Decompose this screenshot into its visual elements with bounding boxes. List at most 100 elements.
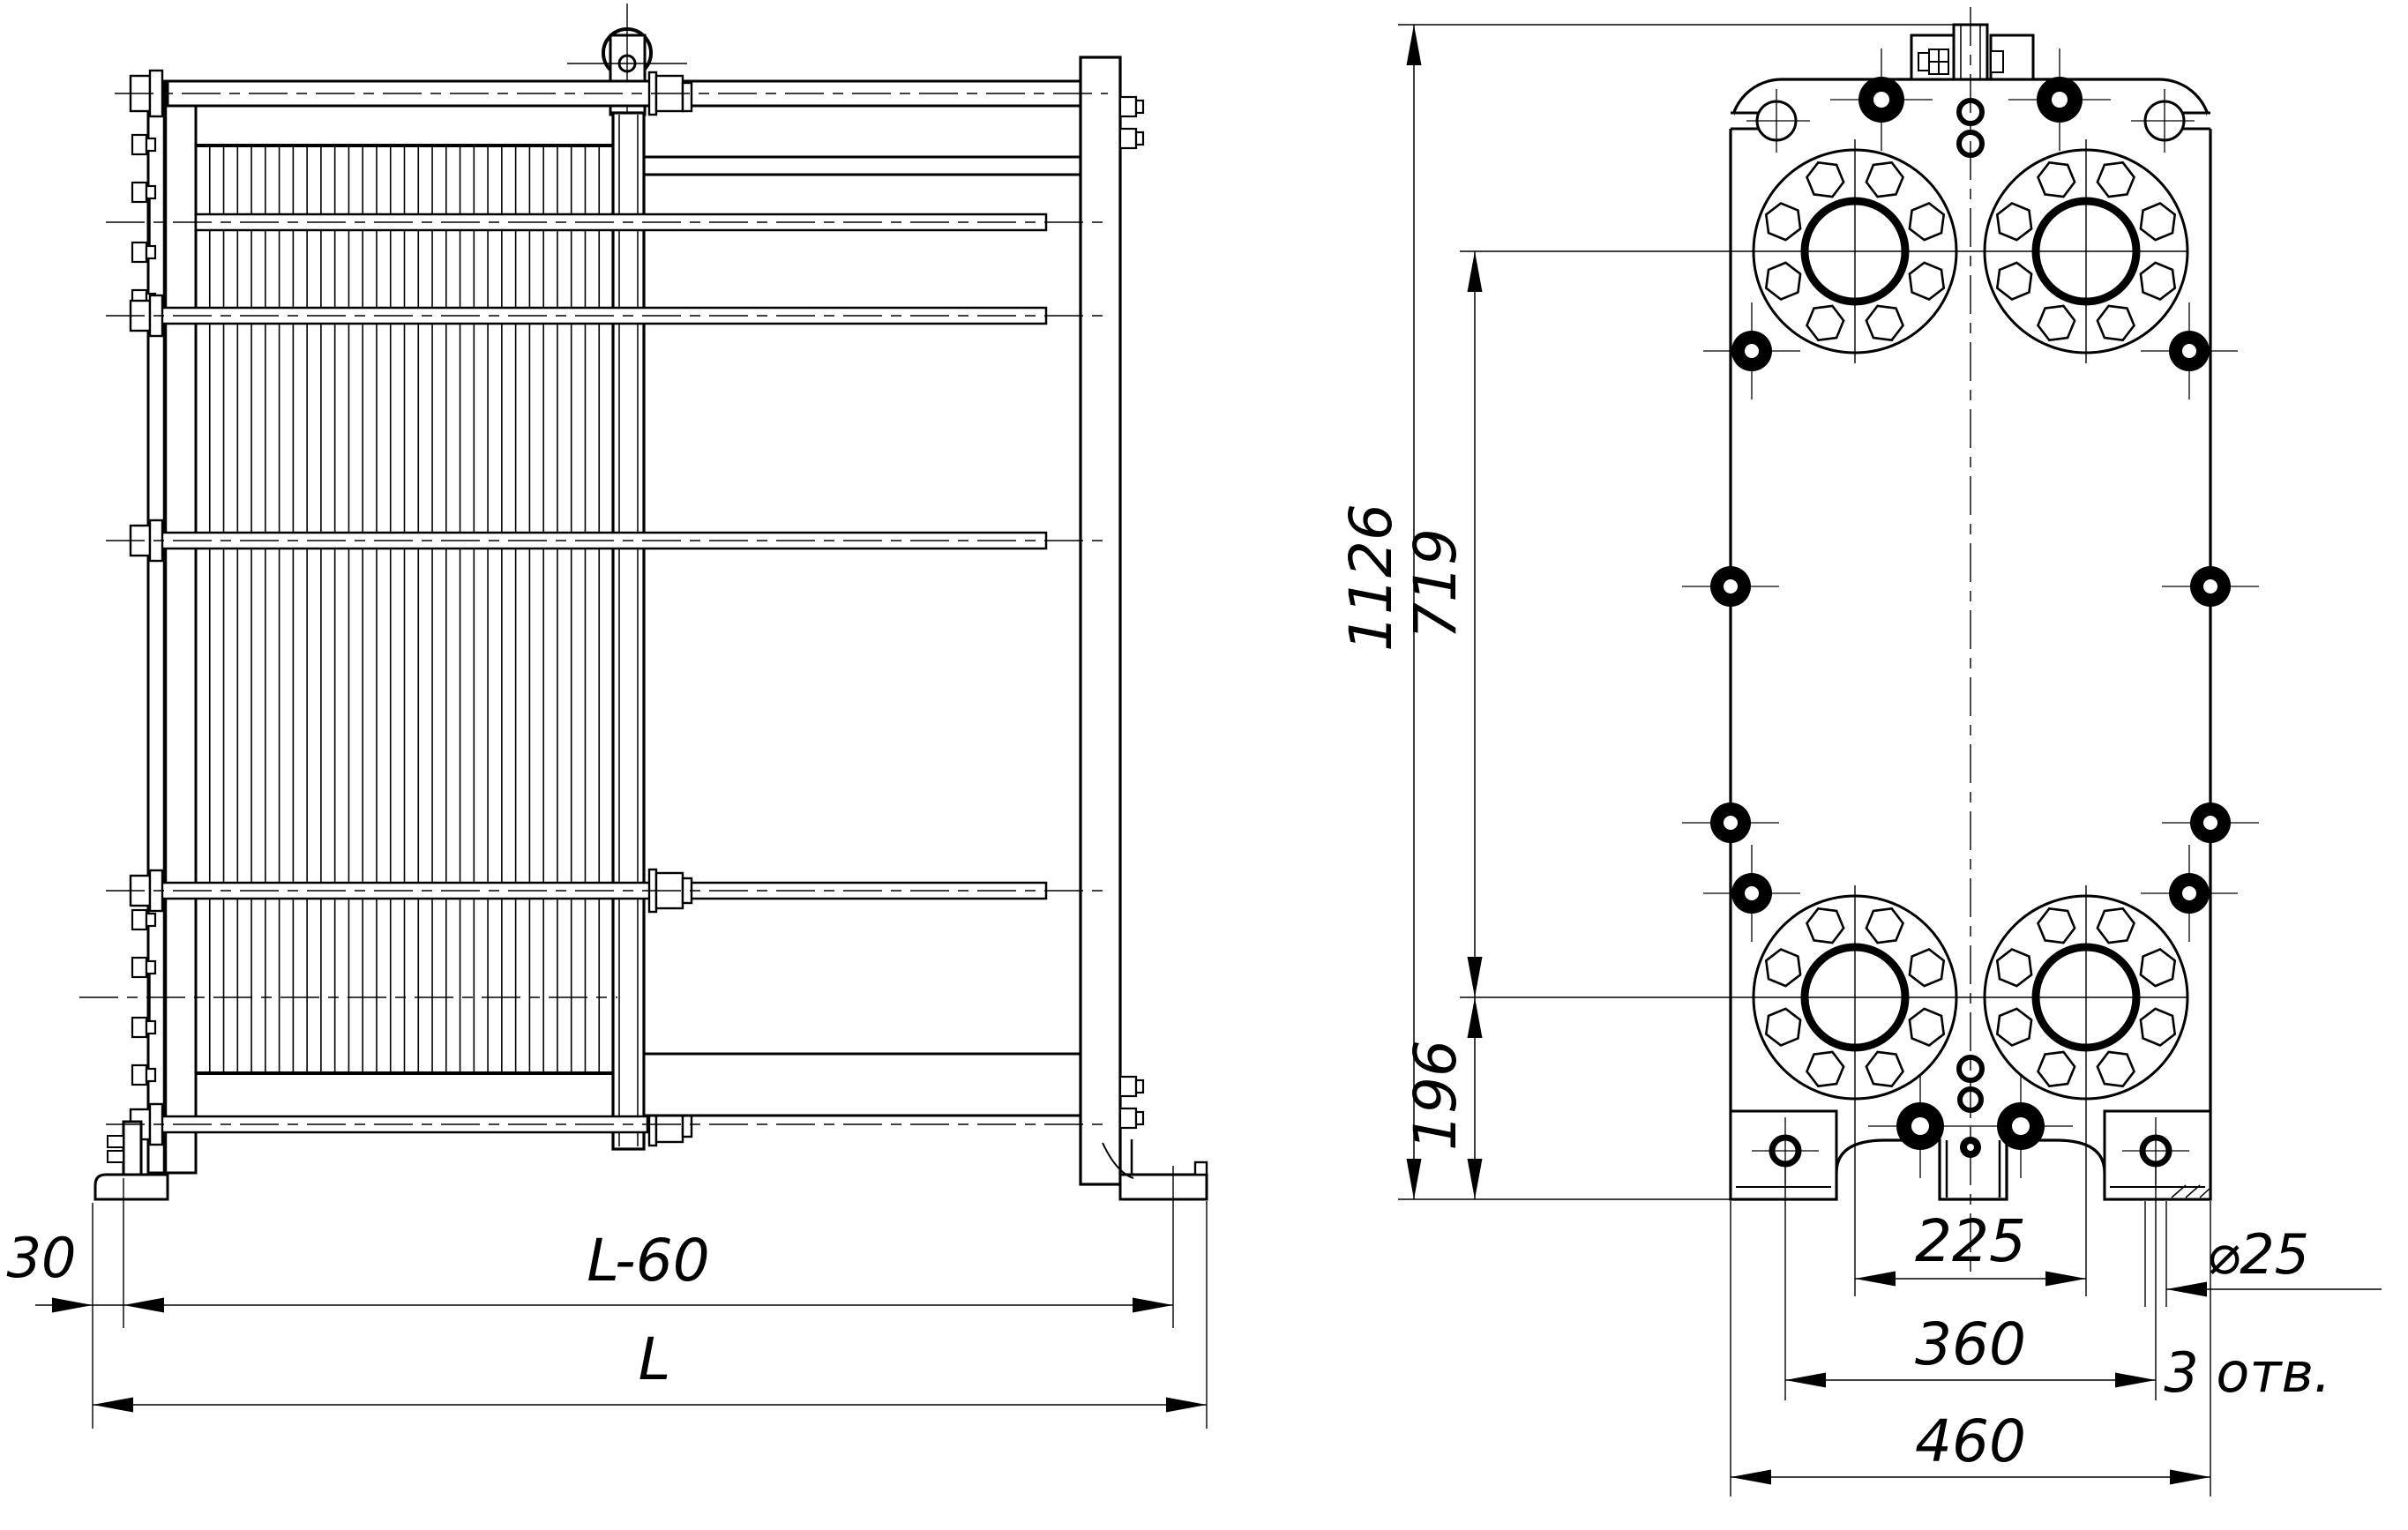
support-column — [1079, 56, 1122, 1186]
dim-foot-hole-span: 360 — [1915, 1310, 2026, 1378]
port-stud-tip — [145, 959, 157, 975]
flange-hex-nut — [2096, 1050, 2135, 1088]
dim-overall-height: 1126 — [1337, 504, 1405, 652]
dimension-arrow — [1166, 1397, 1207, 1413]
dim-plate-width: 460 — [1915, 1407, 2026, 1475]
column-nut-tip — [1134, 131, 1145, 146]
dimension-arrow — [52, 1297, 93, 1313]
flange-hex-nut — [1995, 202, 2033, 242]
column-nut-tip — [1134, 1110, 1145, 1126]
column-nut — [1118, 127, 1138, 150]
flange-hex-nut — [1764, 1007, 1802, 1047]
flange-hex-nut — [2139, 202, 2177, 242]
foot-hatch-tick — [2171, 1184, 2187, 1198]
column-foot-gusset — [1102, 1142, 1134, 1179]
flange-hex-nut — [1908, 1007, 1946, 1047]
flange-hex-nut — [2037, 160, 2076, 198]
left-foot-flange — [93, 1173, 169, 1201]
flange-hex-nut — [1764, 261, 1802, 301]
port-stud-tip — [145, 244, 157, 260]
port-stud-head — [131, 241, 148, 264]
port-stud-head — [131, 1016, 148, 1039]
tie-bolt-end-center — [2182, 886, 2196, 900]
dim-foot-hole-diameter: ⌀25 — [2207, 1222, 2309, 1287]
dimension-arrow — [1133, 1297, 1173, 1313]
center-foot-hole-center — [1967, 1144, 1974, 1151]
foot-pad — [2103, 1109, 2212, 1201]
clamp-bolt — [1990, 50, 2004, 73]
flange-hex-nut — [2037, 304, 2076, 342]
port-stud-tip — [145, 137, 157, 153]
dimension-arrow — [1467, 1159, 1483, 1199]
dimension-arrow — [2045, 1271, 2086, 1287]
port-stud-tip — [145, 912, 157, 928]
port-stud-tip — [145, 1019, 157, 1035]
lower-guide-bar — [642, 1052, 1082, 1117]
flange-hex-nut — [1865, 160, 1904, 198]
flange-hex-nut — [1806, 907, 1845, 944]
dimension-arrow — [123, 1297, 164, 1313]
left-foot-bolt — [107, 1135, 124, 1148]
flange-hex-nut — [1764, 202, 1802, 242]
dimension-arrow — [1406, 25, 1422, 65]
flange-hex-nut — [2096, 160, 2135, 198]
front-view — [1682, 7, 2259, 1296]
column-nut — [1118, 95, 1138, 118]
flange-hex-nut — [1995, 948, 2033, 988]
flange-hex-nut — [1806, 1050, 1845, 1088]
flange-hex-nut — [2037, 907, 2076, 944]
flange-hex-nut — [2139, 948, 2177, 988]
port-stud-head — [131, 956, 148, 979]
axis-small-hole — [1956, 1055, 1985, 1083]
dimension-arrow — [1785, 1372, 1826, 1388]
port-stud-head — [131, 908, 148, 931]
dimension-arrow — [1467, 957, 1483, 997]
foot-hatch-tick — [2185, 1184, 2201, 1198]
port-stud-head — [131, 1064, 148, 1086]
flange-hex-nut — [1865, 1050, 1904, 1088]
tie-bolt-end-center — [2203, 579, 2217, 593]
flange-hex-nut — [1806, 160, 1845, 198]
flange-hex-nut — [2096, 907, 2135, 944]
dimensions-layer: 30 L-60 L 1126 719 196 225 360 460 ⌀25 3… — [7, 24, 2382, 1496]
dim-tie-rod-length: L-60 — [587, 1227, 709, 1295]
flange-hex-nut — [1865, 907, 1904, 944]
axis-small-hole — [1956, 98, 1985, 126]
corner-slot-gap — [1726, 113, 1734, 129]
dimension-arrow — [2115, 1372, 2156, 1388]
dim-overall-length: L — [639, 1325, 671, 1393]
tie-bolt-end-center — [2052, 92, 2068, 108]
dim-port-center-span: 719 — [1402, 528, 1469, 639]
column-nut-tip — [1134, 99, 1145, 115]
left-foot-upright — [122, 1120, 143, 1176]
dim-port-horizontal-span: 225 — [1915, 1207, 2026, 1275]
dimension-arrow — [1731, 1469, 1771, 1485]
movable-plate — [611, 111, 646, 1151]
column-foot-lip — [1193, 1161, 1208, 1176]
flange-hex-nut — [1908, 261, 1946, 301]
dim-foot-hole-count: 3 отв. — [2164, 1340, 2330, 1405]
flange-hex-nut — [1995, 1007, 2033, 1047]
column-nut — [1118, 1075, 1138, 1098]
axis-small-hole — [1956, 130, 1985, 158]
dim-lower-port-height: 196 — [1402, 1040, 1469, 1151]
flange-hex-nut — [1764, 948, 1802, 988]
dim-foot-offset: 30 — [7, 1226, 77, 1290]
dimension-arrow — [1467, 251, 1483, 292]
port-stud-tip — [145, 184, 157, 200]
tie-bolt-end-center — [1724, 579, 1738, 593]
dimension-arrow — [2166, 1281, 2207, 1297]
column-foot-flange — [1118, 1173, 1208, 1201]
flange-hex-nut — [2139, 261, 2177, 301]
flange-hex-nut — [1908, 948, 1946, 988]
axis-small-hole — [1957, 1086, 1984, 1113]
corner-slot-gap — [2207, 113, 2215, 129]
dimension-arrow — [93, 1397, 133, 1413]
column-nut — [1118, 1107, 1138, 1130]
tie-bolt-end-center — [1911, 1117, 1929, 1135]
tie-bolt-end-center — [2182, 344, 2196, 358]
tie-bolt-end-center — [1873, 92, 1889, 108]
tie-bolt-end-center — [1745, 886, 1759, 900]
flange-hex-nut — [2037, 1050, 2076, 1088]
